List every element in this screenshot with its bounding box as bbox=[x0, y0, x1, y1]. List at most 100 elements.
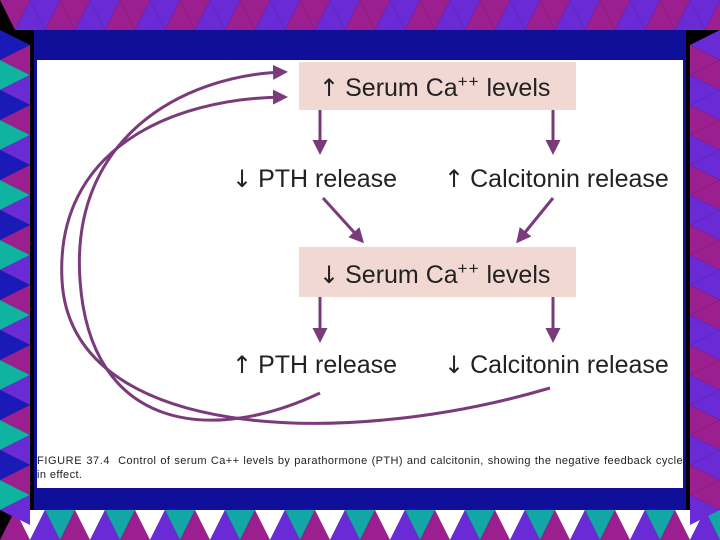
border-triangle bbox=[570, 0, 600, 30]
border-triangle bbox=[300, 510, 330, 540]
border-triangle bbox=[0, 390, 30, 420]
border-triangle bbox=[0, 330, 30, 360]
border-triangle bbox=[0, 315, 30, 345]
border-triangle bbox=[90, 0, 120, 30]
border-triangle bbox=[555, 0, 585, 30]
border-triangle bbox=[120, 0, 150, 30]
border-triangle bbox=[0, 405, 30, 435]
calcitonin-increase-label: ↑Calcitonin release bbox=[444, 165, 669, 193]
border-triangle bbox=[180, 0, 210, 30]
border-triangle bbox=[675, 0, 705, 30]
border-triangle bbox=[0, 45, 30, 75]
border-triangle bbox=[135, 0, 165, 30]
border-triangle bbox=[480, 0, 510, 30]
border-triangle bbox=[405, 0, 435, 30]
border-triangle bbox=[690, 405, 720, 435]
border-triangle bbox=[0, 285, 30, 315]
border-triangle bbox=[0, 375, 30, 405]
border-triangle bbox=[0, 480, 30, 510]
border-triangle bbox=[690, 240, 720, 270]
border-triangle bbox=[690, 375, 720, 405]
border-triangle bbox=[630, 0, 660, 30]
border-triangle bbox=[555, 510, 585, 540]
border-triangle bbox=[690, 315, 720, 345]
border-triangle bbox=[135, 510, 165, 540]
border-triangle bbox=[0, 225, 30, 255]
feedback-loop-inner bbox=[77, 64, 321, 422]
border-triangle bbox=[600, 0, 630, 30]
border-triangle bbox=[0, 450, 30, 480]
border-triangle bbox=[690, 135, 720, 165]
border-triangle bbox=[450, 0, 480, 30]
border-triangle bbox=[600, 510, 630, 540]
border-triangle bbox=[45, 510, 75, 540]
border-triangle bbox=[450, 510, 480, 540]
border-triangle bbox=[300, 0, 330, 30]
border-triangle bbox=[210, 510, 240, 540]
border-triangle bbox=[690, 390, 720, 420]
border-triangle bbox=[255, 510, 285, 540]
border-triangle bbox=[270, 510, 300, 540]
serum-calcium-increase-box bbox=[299, 62, 576, 110]
border-triangle bbox=[0, 255, 30, 285]
border-triangle bbox=[150, 0, 180, 30]
border-triangle bbox=[690, 225, 720, 255]
serum-calcium-increase-label: ↑Serum Ca++ levels bbox=[319, 72, 551, 102]
border-triangle bbox=[690, 120, 720, 150]
border-triangle bbox=[690, 180, 720, 210]
border-triangle bbox=[375, 510, 405, 540]
border-triangle bbox=[285, 0, 315, 30]
border-triangle bbox=[690, 255, 720, 285]
border-triangle bbox=[690, 450, 720, 480]
border-triangle bbox=[0, 150, 30, 180]
border-triangle bbox=[0, 435, 30, 465]
border-triangle bbox=[510, 0, 540, 30]
border-triangle bbox=[0, 240, 30, 270]
border-triangle bbox=[0, 135, 30, 165]
caption-text: Control of serum Ca++ levels by parathor… bbox=[37, 455, 683, 481]
border-triangle bbox=[690, 165, 720, 195]
border-triangle bbox=[120, 510, 150, 540]
border-triangle bbox=[0, 420, 30, 450]
border-triangle bbox=[105, 0, 135, 30]
border-triangle bbox=[225, 0, 255, 30]
border-triangle bbox=[90, 510, 120, 540]
border-triangle bbox=[690, 285, 720, 315]
border-triangle bbox=[0, 495, 30, 525]
border-triangle bbox=[495, 510, 525, 540]
border-triangle bbox=[690, 465, 720, 495]
border-triangle bbox=[345, 0, 375, 30]
border-triangle bbox=[690, 435, 720, 465]
border-triangle bbox=[405, 510, 435, 540]
border-triangle bbox=[690, 195, 720, 225]
border-triangle bbox=[75, 510, 105, 540]
border-triangle bbox=[510, 510, 540, 540]
border-triangle bbox=[225, 510, 255, 540]
border-triangle bbox=[0, 195, 30, 225]
border-triangle bbox=[165, 0, 195, 30]
border-triangle bbox=[270, 0, 300, 30]
border-triangle bbox=[0, 30, 30, 60]
border-triangle bbox=[435, 510, 465, 540]
border-triangle bbox=[15, 0, 45, 30]
border-triangle bbox=[690, 150, 720, 180]
pth-increase-label: ↑PTH release bbox=[232, 351, 398, 379]
border-triangle bbox=[360, 510, 390, 540]
border-triangle bbox=[645, 0, 675, 30]
border-triangle bbox=[0, 270, 30, 300]
border-triangle bbox=[165, 510, 195, 540]
border-triangle bbox=[375, 0, 405, 30]
border-triangle bbox=[0, 345, 30, 375]
border-triangle bbox=[645, 510, 675, 540]
border-triangle bbox=[525, 510, 555, 540]
serum-calcium-decrease-label: ↓Serum Ca++ levels bbox=[319, 259, 551, 289]
border-triangle bbox=[30, 510, 60, 540]
border-triangle bbox=[705, 0, 720, 30]
border-triangle bbox=[0, 165, 30, 195]
border-triangle bbox=[0, 0, 30, 30]
border-triangle bbox=[330, 510, 360, 540]
border-triangle bbox=[105, 510, 135, 540]
border-triangle bbox=[690, 30, 720, 60]
border-triangle bbox=[0, 300, 30, 330]
border-triangle bbox=[660, 0, 690, 30]
